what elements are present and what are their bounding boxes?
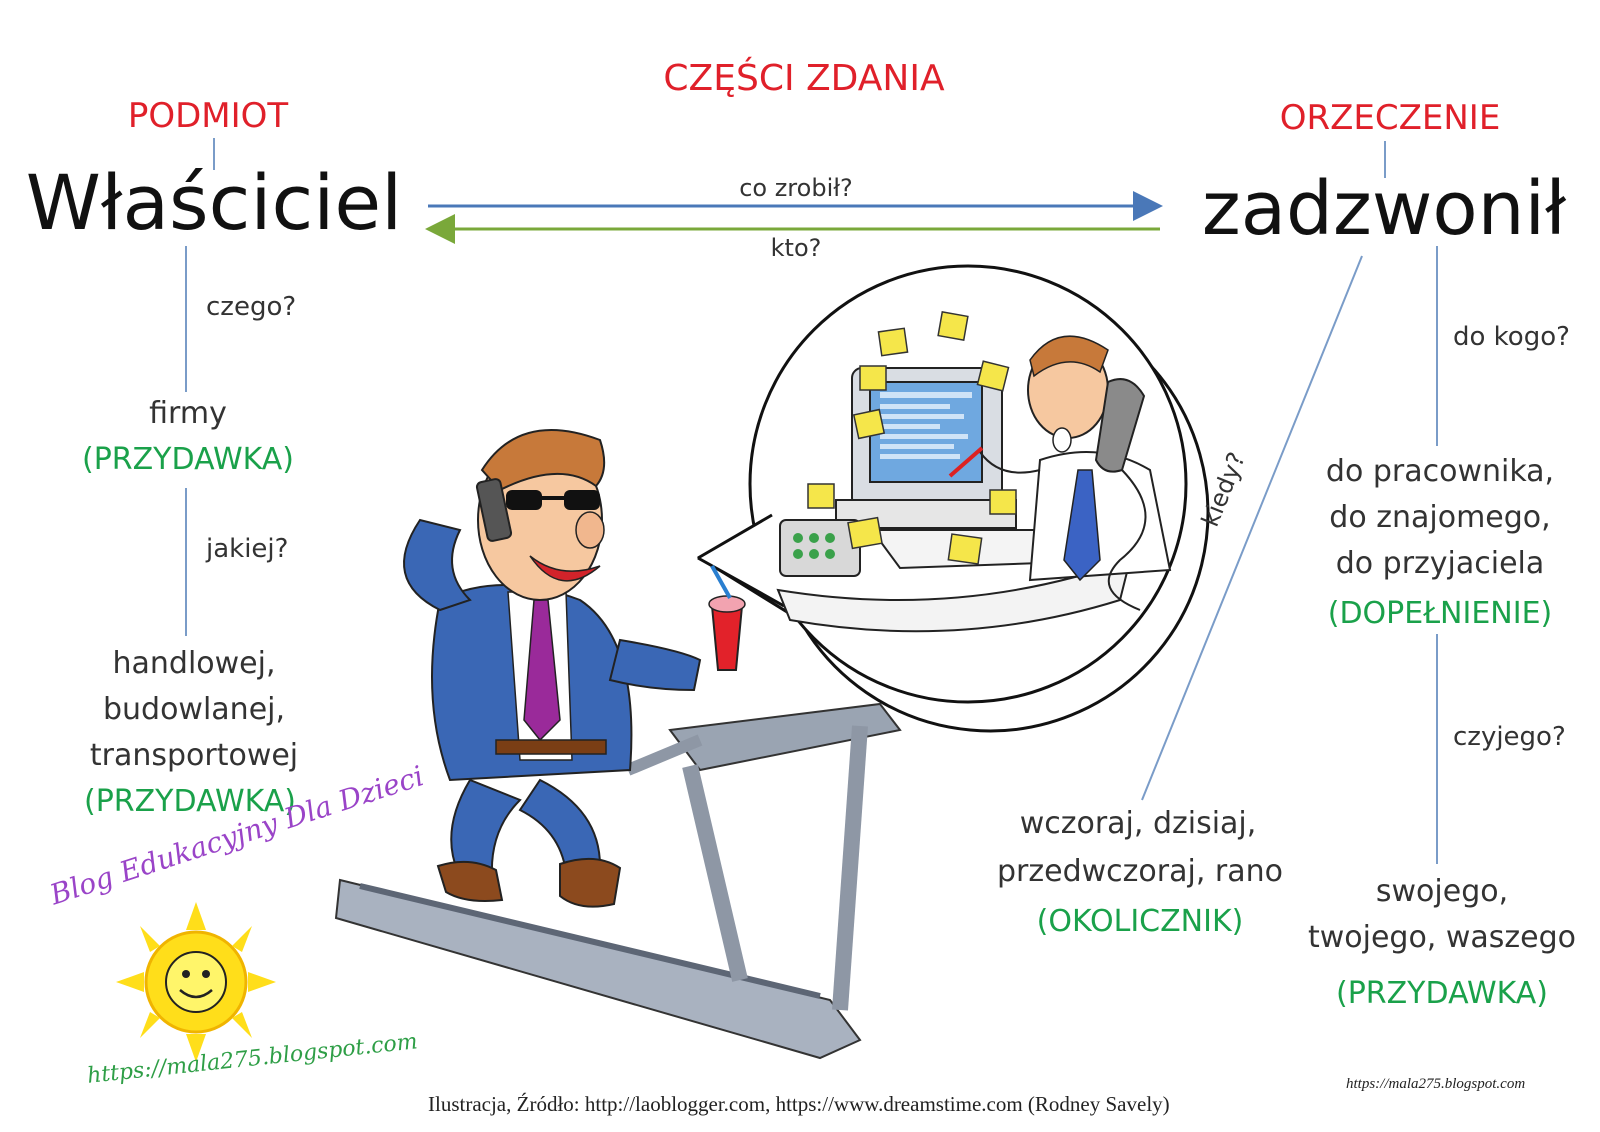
office-worker-illustration <box>776 311 1172 633</box>
subject-label: PODMIOT <box>127 96 289 136</box>
footer-credit: Ilustracja, Źródło: http://laoblogger.co… <box>428 1092 1170 1116</box>
question-co-zrobil: co zrobił? <box>739 174 853 202</box>
answer-do-znajomego: do znajomego, <box>1329 500 1551 535</box>
subject-word: Właściciel <box>25 158 403 247</box>
answer-swojego: swojego, <box>1375 874 1509 909</box>
answer-handlowej: handlowej, <box>112 646 276 681</box>
type-przydawka-2: (PRZYDAWKA) <box>83 784 297 819</box>
answer-budowlanej: budowlanej, <box>102 692 286 727</box>
blog-logo-sun <box>116 902 276 1062</box>
businessman-on-treadmill-illustration <box>334 429 902 1060</box>
question-czego: czego? <box>206 292 297 322</box>
type-dopelnienie: (DOPEŁNIENIE) <box>1327 596 1553 631</box>
answer-do-pracownika: do pracownika, <box>1325 454 1555 489</box>
footer-url: https://mala275.blogspot.com <box>1346 1076 1526 1092</box>
question-kto: kto? <box>770 234 822 262</box>
middle-branch-line <box>1141 255 1363 801</box>
answer-twojego-waszego: twojego, waszego <box>1307 920 1577 955</box>
type-przydawka-1: (PRZYDAWKA) <box>81 442 295 477</box>
type-okolicznik: (OKOLICZNIK) <box>1036 904 1244 939</box>
answer-do-przyjaciela: do przyjaciela <box>1335 546 1545 581</box>
question-czyjego: czyjego? <box>1453 722 1566 752</box>
question-jakiej: jakiej? <box>206 534 289 564</box>
question-do-kogo: do kogo? <box>1453 322 1570 352</box>
predicate-label: ORZECZENIE <box>1279 98 1501 138</box>
predicate-word: zadzwonił <box>1201 166 1567 252</box>
diagram-title: CZĘŚCI ZDANIA <box>663 58 945 99</box>
answer-przedwczoraj-rano: przedwczoraj, rano <box>997 854 1283 889</box>
type-przydawka-3: (PRZYDAWKA) <box>1335 976 1549 1011</box>
answer-transportowej: transportowej <box>89 738 299 773</box>
answer-wczoraj-dzisiaj: wczoraj, dzisiaj, <box>1019 806 1257 841</box>
answer-firmy: firmy <box>149 396 227 431</box>
